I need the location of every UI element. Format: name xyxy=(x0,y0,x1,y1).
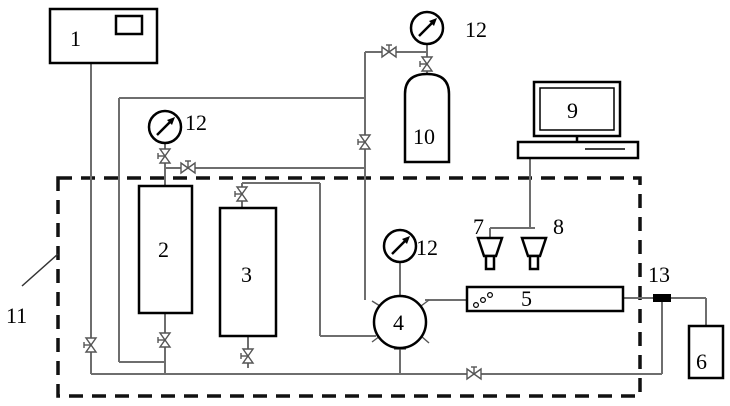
gauge-center-label: 12 xyxy=(416,235,438,260)
valve-icon xyxy=(84,338,96,352)
computer-label: 9 xyxy=(567,98,578,123)
gas-bottle-label: 10 xyxy=(413,124,435,149)
valve-icon xyxy=(181,161,195,173)
enclosure-leader-line xyxy=(22,254,58,286)
controller-unit: 1 xyxy=(50,9,157,63)
valve-icon xyxy=(158,149,170,163)
junction-label: 13 xyxy=(648,262,670,287)
valve-icon xyxy=(235,187,247,201)
valve-icon xyxy=(358,135,370,149)
gas-bottle: 10 xyxy=(405,74,449,162)
enclosure-label: 11 xyxy=(6,303,27,328)
cell-label: 4 xyxy=(393,310,404,335)
sensor-8 xyxy=(522,238,546,269)
sensor-7 xyxy=(478,238,502,269)
valve-icon xyxy=(467,367,481,379)
gauge-top-label: 12 xyxy=(465,17,487,42)
computer: 9 xyxy=(518,82,638,158)
pressure-gauge-left-icon xyxy=(149,111,181,143)
sample-tube: 5 xyxy=(467,286,623,311)
valve-icon xyxy=(420,57,432,71)
valve-icon xyxy=(158,333,170,347)
reaction-cell: 4 xyxy=(372,296,429,349)
junction-13 xyxy=(653,294,671,302)
pressure-gauge-center-icon xyxy=(384,230,416,262)
cylinder-3-label: 3 xyxy=(241,262,252,287)
sensor-8-label: 8 xyxy=(553,214,564,239)
gauge-left-label: 12 xyxy=(185,110,207,135)
collector-label: 6 xyxy=(696,349,707,374)
sensor-7-label: 7 xyxy=(473,214,484,239)
cylinder-2-label: 2 xyxy=(158,237,169,262)
tube-label: 5 xyxy=(521,286,532,311)
valve-icon xyxy=(382,45,396,57)
valve-icon xyxy=(241,349,253,363)
controller-label: 1 xyxy=(70,26,81,51)
